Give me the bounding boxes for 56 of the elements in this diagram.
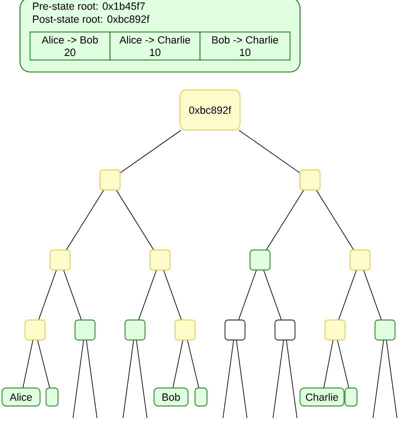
- tree-edge: [236, 340, 248, 418]
- state-root-text: Pre-state root: 0x1b45f7: [33, 2, 145, 10]
- tree-node: [174, 320, 196, 340]
- tree-edge: [187, 340, 200, 388]
- tree-node: [224, 320, 246, 340]
- tree-edge: [222, 340, 234, 418]
- tree-edge: [63, 270, 82, 320]
- tree-edge: [122, 340, 134, 418]
- tree-edge: [337, 340, 350, 388]
- tree-node: [150, 250, 170, 270]
- tree-edge: [163, 270, 182, 320]
- tree-edge: [372, 340, 384, 418]
- tree-node: [74, 320, 96, 340]
- root-node: 0xbc892f: [180, 90, 240, 130]
- state-root-text: Post-state root: 0xbc892f: [33, 15, 150, 23]
- table-cell: Alice -> Bob 20: [30, 32, 110, 60]
- leaf-node: Alice: [2, 388, 40, 406]
- leaf-node: [194, 388, 208, 406]
- tree-edge: [120, 130, 182, 174]
- table-cell: Bob -> Charlie 10: [200, 32, 290, 60]
- tree-edge: [37, 340, 50, 388]
- tree-node: [50, 250, 70, 270]
- tree-edge: [323, 340, 334, 388]
- tree-node: [124, 320, 146, 340]
- tree-node: [324, 320, 346, 340]
- tree-node: [100, 170, 120, 190]
- tree-edge: [66, 190, 104, 250]
- table-cell: Alice -> Charlie 10: [110, 32, 200, 60]
- tree-node: [350, 250, 370, 270]
- tree-edge: [172, 340, 184, 388]
- tree-edge: [266, 190, 304, 250]
- tree-node: [374, 320, 396, 340]
- tree-edge: [38, 270, 57, 320]
- tree-edge: [272, 340, 284, 418]
- tree-node: [274, 320, 296, 340]
- tree-edge: [238, 270, 257, 320]
- tree-edge: [338, 270, 357, 320]
- tree-edge: [316, 190, 354, 250]
- leaf-node: Bob: [154, 388, 188, 406]
- tree-edge: [138, 270, 157, 320]
- tree-edge: [136, 340, 148, 418]
- tree-node: [250, 250, 270, 270]
- tree-edge: [286, 340, 298, 418]
- leaf-node: Charlie: [300, 388, 344, 406]
- tree-node: [24, 320, 46, 340]
- tree-edge: [116, 190, 154, 250]
- tree-edge: [86, 340, 98, 418]
- tree-edge: [72, 340, 84, 418]
- tree-edge: [386, 340, 398, 418]
- tree-node: [300, 170, 320, 190]
- tree-edge: [238, 130, 300, 174]
- leaf-node: [344, 388, 358, 406]
- leaf-node: [46, 388, 58, 406]
- tree-edge: [263, 270, 282, 320]
- tree-edge: [22, 340, 34, 388]
- tree-edge: [363, 270, 382, 320]
